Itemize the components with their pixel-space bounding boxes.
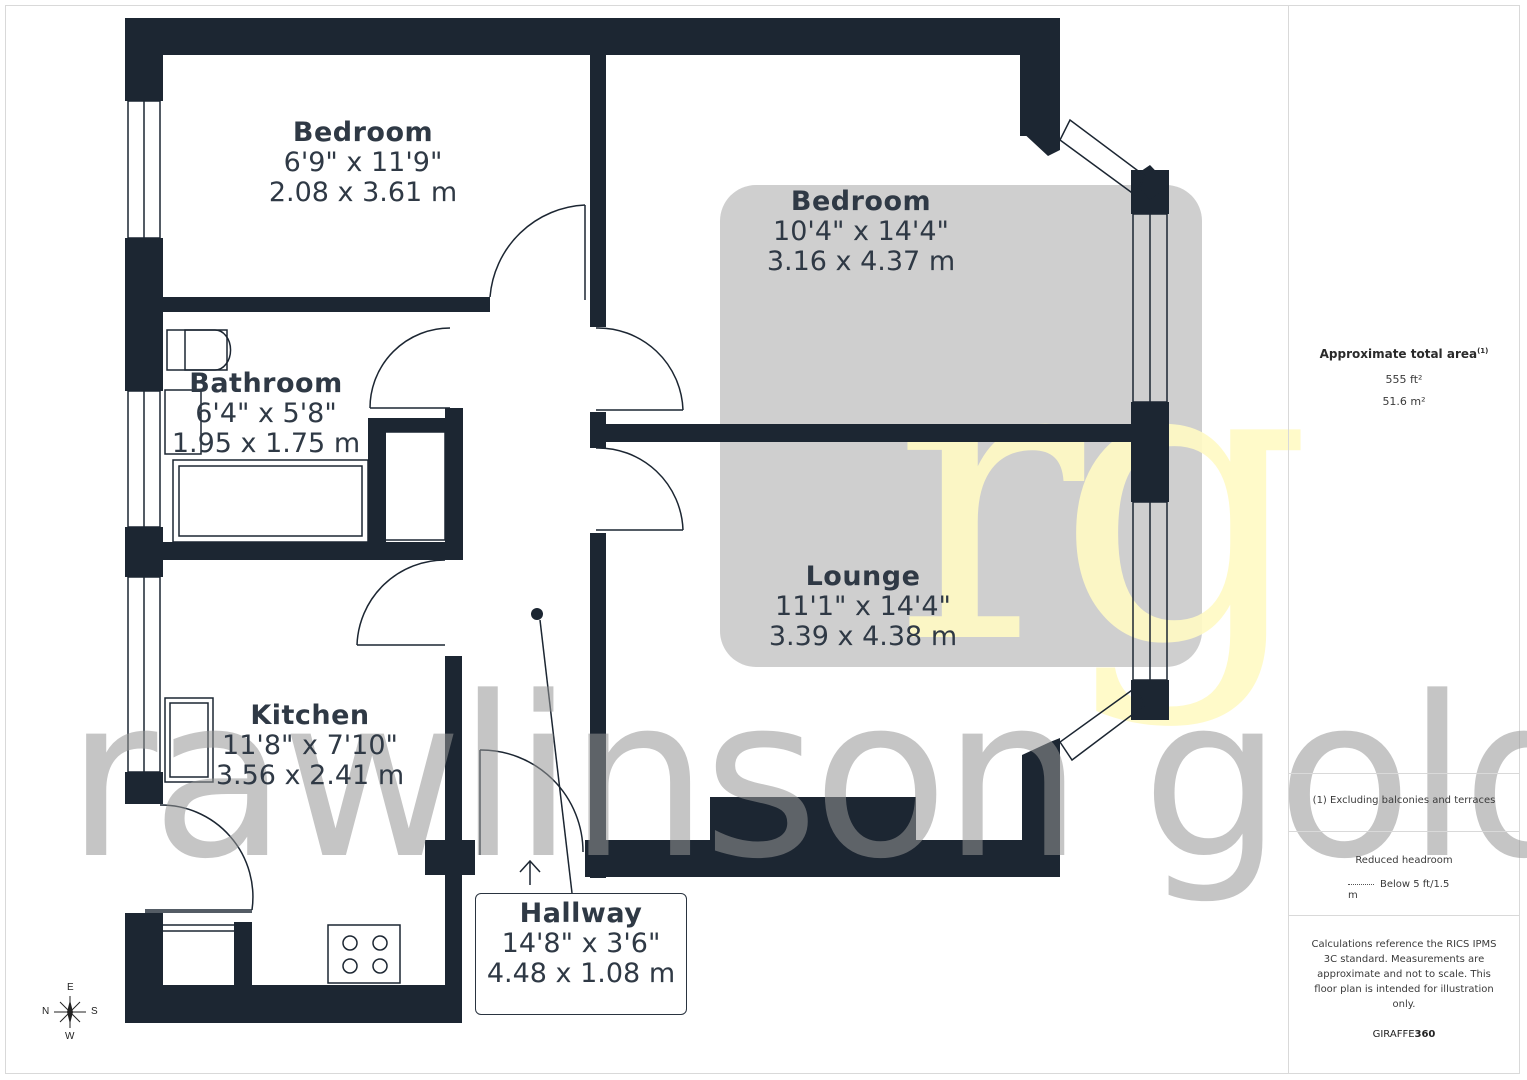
windows [127, 100, 1168, 773]
room-name: Kitchen [250, 700, 370, 731]
doors [145, 204, 684, 913]
headroom-title: Reduced headroom [1355, 855, 1453, 866]
room-dimensions-imperial: 11'8" x 7'10" [222, 730, 398, 762]
rg-logo: rg [893, 267, 1312, 732]
area-footnote: (1) Excluding balconies and terraces [1312, 795, 1496, 806]
room-hallway: Hallway 14'8" x 3'6" 4.48 x 1.08 m [475, 898, 687, 990]
room-dimensions-imperial: 6'4" x 5'8" [195, 398, 337, 430]
sidebar-divider [1288, 773, 1520, 774]
room-dimensions-imperial: 11'1" x 14'4" [775, 591, 951, 623]
headroom-legend: Below 5 ft/1.5 m [1348, 879, 1458, 901]
hallway-label-box [475, 893, 687, 1015]
room-bedroom-1: Bedroom 6'9" x 11'9" 2.08 x 3.61 m [243, 117, 483, 209]
compass-w: W [65, 1031, 75, 1042]
room-dimensions-metric: 3.39 x 4.38 m [768, 621, 958, 653]
disclaimer: Calculations reference the RICS IPMS 3C … [1311, 939, 1497, 1010]
sidebar-divider [1288, 915, 1520, 916]
area-footnote-mark: (1) [1477, 347, 1489, 355]
room-name: Bedroom [292, 117, 434, 148]
area-ft: 555 ft² [1385, 373, 1423, 386]
area-title-text: Approximate total area [1319, 347, 1478, 361]
room-name: Hallway [519, 898, 643, 929]
compass-s: S [91, 1006, 98, 1017]
room-bedroom-2: Bedroom 10'4" x 14'4" 3.16 x 4.37 m [741, 186, 981, 278]
room-dimensions-imperial: 6'9" x 11'9" [283, 147, 443, 179]
headroom-legend-text: Below 5 ft/1.5 m [1348, 879, 1450, 901]
room-name: Lounge [805, 561, 921, 592]
area-title: Approximate total area(1) [1288, 347, 1520, 361]
room-kitchen: Kitchen 11'8" x 7'10" 3.56 x 2.41 m [190, 700, 430, 792]
room-name: Bathroom [189, 368, 343, 399]
brand-prefix: GIRAFFE [1372, 1029, 1415, 1040]
room-dimensions-metric: 3.56 x 2.41 m [215, 760, 405, 792]
room-dimensions-metric: 4.48 x 1.08 m [486, 958, 676, 990]
area-m: 51.6 m² [1382, 395, 1426, 408]
brand-watermark: rawlinson gold [66, 650, 1527, 908]
room-dimensions-metric: 2.08 x 3.61 m [268, 177, 458, 209]
page-frame [5, 5, 1520, 1074]
room-dimensions-metric: 1.95 x 1.75 m [171, 428, 361, 460]
walls [125, 18, 1169, 1023]
room-dimensions-metric: 3.16 x 4.37 m [766, 246, 956, 278]
info-sidebar: Approximate total area(1) 555 ft² 51.6 m… [1288, 5, 1520, 1074]
compass-e: E [67, 982, 74, 993]
room-lounge: Lounge 11'1" x 14'4" 3.39 x 4.38 m [743, 561, 983, 653]
room-dimensions-imperial: 14'8" x 3'6" [501, 928, 661, 960]
dotted-line-icon [1348, 883, 1374, 885]
sidebar-divider-vertical [1288, 5, 1289, 1074]
room-dimensions-imperial: 10'4" x 14'4" [773, 216, 949, 248]
sidebar-divider [1288, 831, 1520, 832]
giraffe-brand: GIRAFFE360 [1288, 1029, 1520, 1040]
fixtures [159, 329, 446, 984]
room-bathroom: Bathroom 6'4" x 5'8" 1.95 x 1.75 m [146, 368, 386, 460]
brand-suffix: 360 [1414, 1029, 1436, 1040]
compass-n: N [42, 1006, 50, 1017]
room-name: Bedroom [790, 186, 932, 217]
